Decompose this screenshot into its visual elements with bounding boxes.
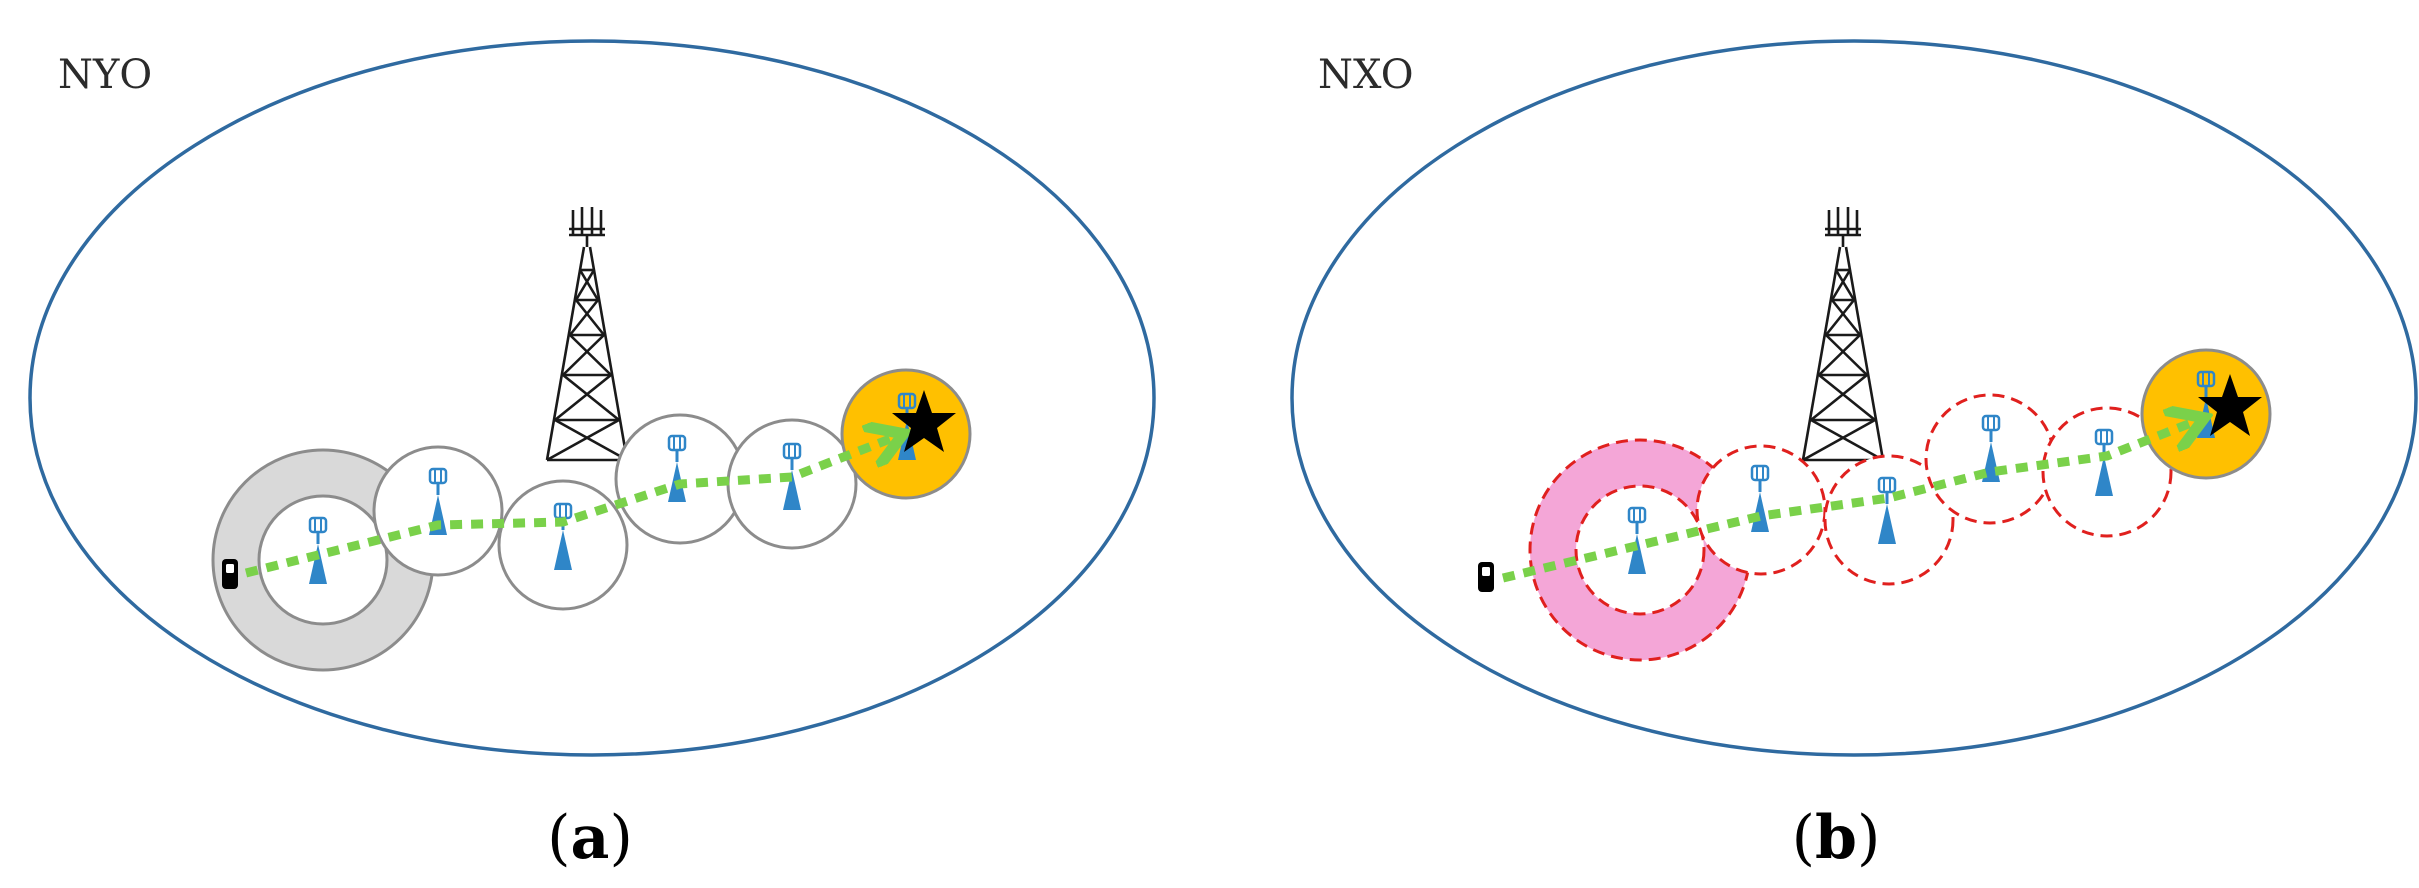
handover-path-b	[1501, 421, 2196, 583]
panel-b: NXO (b)	[1290, 39, 2418, 873]
panel-a-title: NYO	[58, 52, 152, 98]
phone-icon	[1478, 562, 1494, 592]
macro-tower-icon	[545, 205, 629, 462]
small-cell	[257, 494, 389, 626]
panel-a: NYO (a)	[28, 39, 1156, 873]
handover-path-a	[244, 437, 895, 578]
network-boundary-a	[28, 39, 1156, 757]
macro-tower-icon	[1801, 205, 1885, 462]
panel-a-caption: (a)	[547, 803, 633, 873]
phone-icon	[222, 559, 238, 589]
panel-b-title: NXO	[1318, 52, 1414, 98]
network-boundary-b	[1290, 39, 2418, 757]
panel-b-caption: (b)	[1792, 803, 1881, 873]
